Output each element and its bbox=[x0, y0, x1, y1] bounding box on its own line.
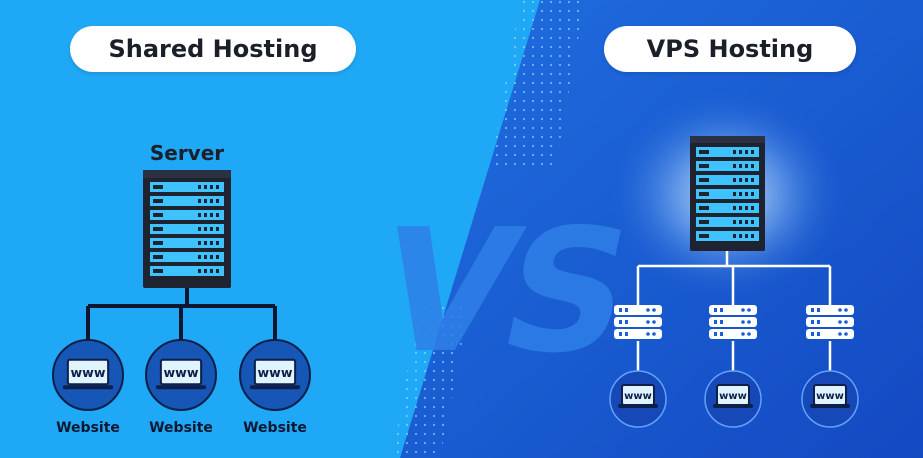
website-node: www bbox=[609, 370, 667, 428]
server-bay bbox=[696, 217, 759, 227]
server-bay bbox=[696, 161, 759, 171]
laptop-icon bbox=[159, 358, 203, 386]
www-text: www bbox=[719, 391, 747, 402]
www-text: www bbox=[624, 391, 652, 402]
server-bay bbox=[696, 175, 759, 185]
website-label: Website bbox=[56, 420, 120, 436]
website-label: Website bbox=[243, 420, 307, 436]
dot-pattern-top bbox=[490, 0, 585, 170]
shared-server-icon bbox=[143, 170, 231, 288]
virtual-server-unit bbox=[806, 329, 854, 339]
virtual-server-unit bbox=[709, 329, 757, 339]
www-text: www bbox=[258, 365, 293, 380]
dot-pattern-bottom bbox=[392, 300, 470, 458]
vs-mark: VS bbox=[361, 192, 641, 391]
vps-connections bbox=[636, 251, 832, 372]
shared-connections bbox=[86, 288, 277, 340]
website-node: www bbox=[704, 370, 762, 428]
website-node: www bbox=[801, 370, 859, 428]
virtual-server-unit bbox=[614, 305, 662, 315]
laptop-icon bbox=[253, 358, 297, 386]
virtual-server-unit bbox=[709, 305, 757, 315]
server-bay bbox=[150, 238, 224, 248]
server-bay bbox=[696, 147, 759, 157]
virtual-server-unit bbox=[806, 305, 854, 315]
shared-hosting-title: Shared Hosting bbox=[70, 26, 356, 72]
www-text: www bbox=[164, 365, 199, 380]
vs-text: VS bbox=[361, 192, 641, 391]
virtual-server-icon bbox=[709, 305, 757, 339]
server-bay bbox=[150, 210, 224, 220]
server-bay bbox=[150, 252, 224, 262]
www-text: www bbox=[816, 391, 844, 402]
vps-hosting-title: VPS Hosting bbox=[604, 26, 856, 72]
vps-website-nodes: www www www bbox=[609, 370, 859, 428]
website-label: Website bbox=[149, 420, 213, 436]
server-bay bbox=[150, 224, 224, 234]
server-bay bbox=[696, 231, 759, 241]
server-bay bbox=[696, 203, 759, 213]
virtual-server-unit bbox=[614, 317, 662, 327]
server-bay bbox=[696, 189, 759, 199]
virtual-server-unit bbox=[709, 317, 757, 327]
vps-server-icon bbox=[690, 136, 765, 251]
virtual-server-icon bbox=[806, 305, 854, 339]
www-text: www bbox=[71, 365, 106, 380]
virtual-server-unit bbox=[806, 317, 854, 327]
server-bay bbox=[150, 266, 224, 276]
virtual-server-unit bbox=[614, 329, 662, 339]
virtual-server-icon bbox=[614, 305, 662, 339]
virtual-server-stacks bbox=[614, 305, 854, 339]
laptop-icon bbox=[66, 358, 110, 386]
server-bay bbox=[150, 196, 224, 206]
server-label: Server bbox=[150, 141, 224, 165]
server-bay bbox=[150, 182, 224, 192]
